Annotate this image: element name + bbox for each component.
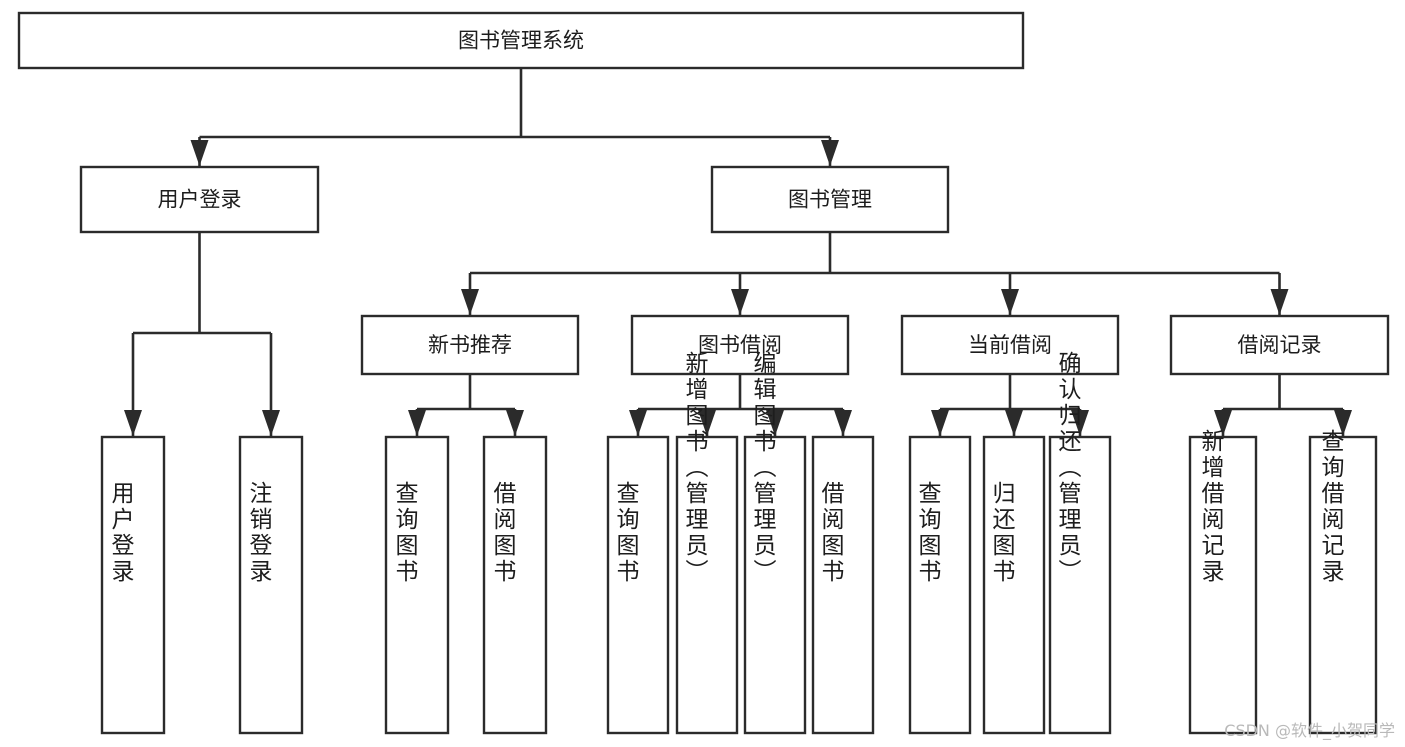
node-box[interactable] — [606, 435, 670, 735]
node-box[interactable] — [675, 435, 739, 735]
node-label: 借阅记录 — [1238, 333, 1322, 357]
node-label: 图书管理系统 — [458, 29, 584, 53]
node-box[interactable] — [100, 435, 166, 735]
node-level3[interactable]: 借阅记录 — [1169, 314, 1390, 376]
node-level3[interactable]: 当前借阅 — [900, 314, 1120, 376]
node-box[interactable] — [743, 435, 807, 735]
arrowhead-icon — [1071, 410, 1089, 436]
node-box[interactable] — [710, 165, 950, 234]
arrowhead-icon — [698, 410, 716, 436]
node-box[interactable] — [1048, 435, 1112, 735]
arrowhead-icon — [629, 410, 647, 436]
arrowhead-icon — [408, 410, 426, 436]
arrowhead-icon — [1270, 289, 1289, 315]
node-box[interactable] — [908, 435, 972, 735]
node-root[interactable]: 图书管理系统 — [17, 11, 1025, 70]
node-leaf[interactable]: 新增借阅记录 — [1188, 429, 1258, 735]
node-label: 图书借阅 — [698, 333, 782, 357]
node-label: 借阅图书 — [489, 481, 517, 585]
node-label: 查询借阅记录 — [1317, 429, 1345, 585]
node-box[interactable] — [1169, 314, 1390, 376]
node-box[interactable] — [1308, 435, 1378, 735]
node-leaf[interactable]: 借阅图书 — [811, 435, 875, 735]
node-level3[interactable]: 图书借阅 — [630, 314, 850, 376]
node-leaf[interactable]: 新增图书（管理员） — [675, 351, 739, 735]
arrowhead-icon — [834, 410, 852, 436]
node-leaf[interactable]: 注销登录 — [238, 435, 304, 735]
node-leaf[interactable]: 用户登录 — [100, 435, 166, 735]
node-label: 用户登录 — [107, 481, 135, 585]
arrowhead-icon — [262, 410, 280, 436]
node-leaf[interactable]: 查询图书 — [908, 435, 972, 735]
node-level2[interactable]: 用户登录 — [79, 165, 320, 234]
arrowhead-icon — [1001, 289, 1019, 315]
node-box[interactable] — [17, 11, 1025, 70]
node-box[interactable] — [630, 314, 850, 376]
node-label: 归还图书 — [988, 481, 1016, 585]
node-box[interactable] — [811, 435, 875, 735]
node-label: 新增借阅记录 — [1197, 429, 1225, 585]
node-leaf[interactable]: 查询图书 — [384, 435, 450, 735]
arrowhead-icon — [1005, 410, 1023, 436]
node-box[interactable] — [360, 314, 580, 376]
node-label: 确认归还（管理员） — [1054, 351, 1082, 585]
connector-layer — [124, 68, 1352, 436]
node-label: 用户登录 — [158, 188, 242, 212]
node-label: 当前借阅 — [968, 333, 1052, 357]
node-label: 查询图书 — [914, 481, 942, 585]
node-box[interactable] — [384, 435, 450, 735]
node-label: 查询图书 — [612, 481, 640, 585]
node-label: 图书管理 — [788, 188, 872, 212]
node-leaf[interactable]: 查询图书 — [606, 435, 670, 735]
arrowhead-icon — [461, 289, 479, 315]
node-box[interactable] — [1188, 435, 1258, 735]
arrowhead-icon — [1214, 410, 1232, 436]
node-label: 注销登录 — [245, 481, 273, 585]
node-box[interactable] — [982, 435, 1046, 735]
arrowhead-icon — [766, 410, 784, 436]
node-layer: 图书管理系统用户登录图书管理新书推荐图书借阅当前借阅借阅记录用户登录注销登录查询… — [17, 11, 1390, 735]
arrowhead-icon — [1334, 410, 1352, 436]
node-label: 编辑图书（管理员） — [749, 351, 777, 585]
arrowhead-icon — [931, 410, 949, 436]
node-label: 查询图书 — [391, 481, 419, 585]
arrowhead-icon — [731, 289, 749, 315]
node-level3[interactable]: 新书推荐 — [360, 314, 580, 376]
node-leaf[interactable]: 归还图书 — [982, 435, 1046, 735]
node-leaf[interactable]: 编辑图书（管理员） — [743, 351, 807, 735]
node-leaf[interactable]: 查询借阅记录 — [1308, 429, 1378, 735]
node-box[interactable] — [79, 165, 320, 234]
node-level2[interactable]: 图书管理 — [710, 165, 950, 234]
node-box[interactable] — [238, 435, 304, 735]
arrowhead-icon — [190, 140, 209, 166]
arrowhead-icon — [506, 410, 524, 436]
node-label: 借阅图书 — [817, 481, 845, 585]
node-label: 新增图书（管理员） — [681, 351, 709, 585]
node-box[interactable] — [482, 435, 548, 735]
node-box[interactable] — [900, 314, 1120, 376]
node-label: 新书推荐 — [428, 333, 512, 357]
arrowhead-icon — [821, 140, 839, 166]
arrowhead-icon — [124, 410, 142, 436]
node-leaf[interactable]: 借阅图书 — [482, 435, 548, 735]
node-leaf[interactable]: 确认归还（管理员） — [1048, 351, 1112, 735]
